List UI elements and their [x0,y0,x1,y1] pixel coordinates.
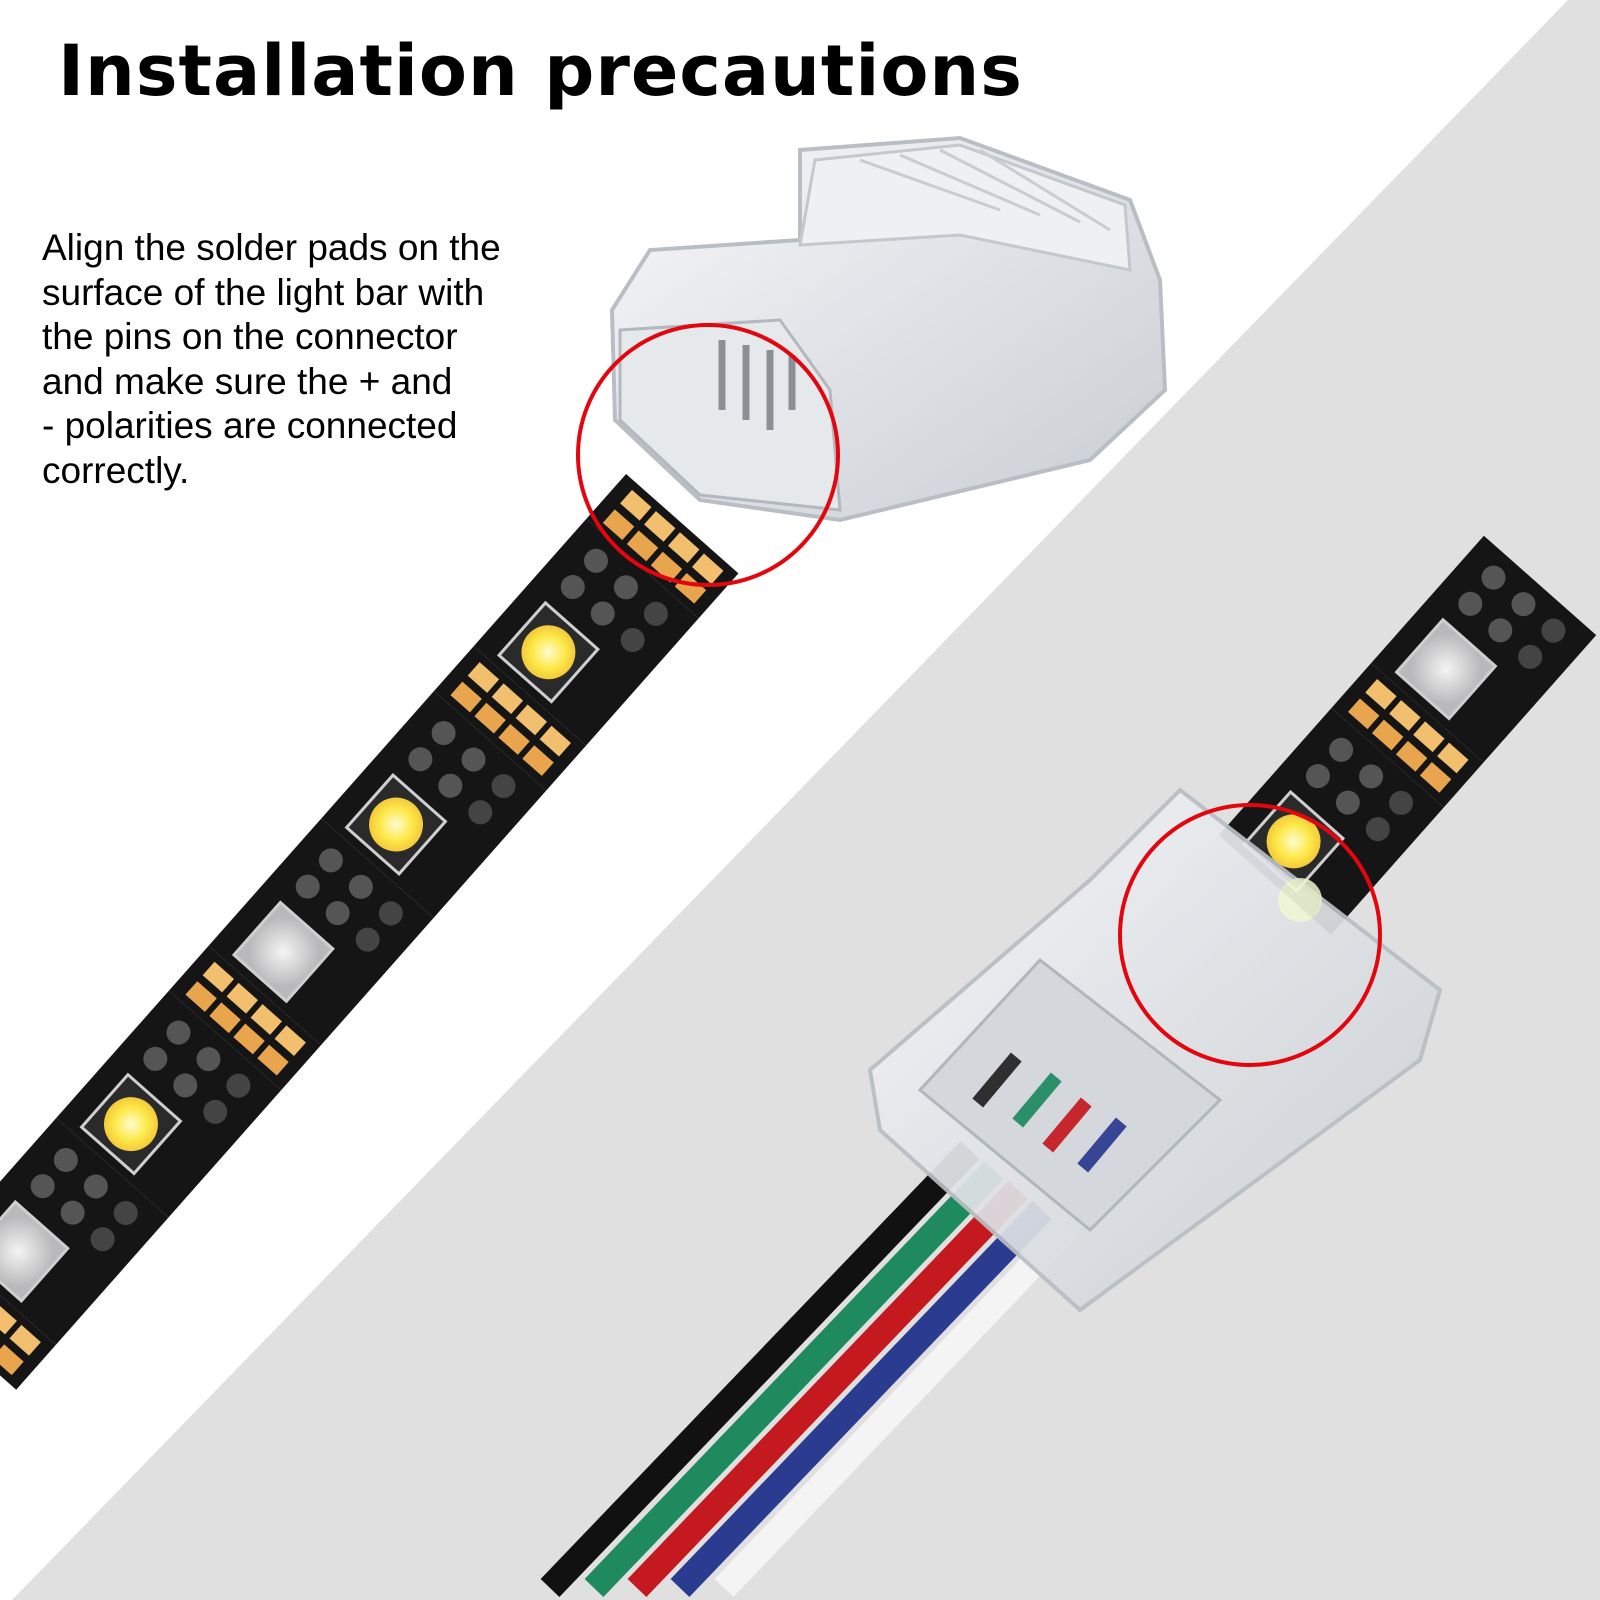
instruction-text: Align the solder pads on the surface of … [42,226,602,493]
highlight-circle-pins [576,323,840,587]
highlight-circle-pads [1118,803,1382,1067]
connector-loose [609,135,1168,523]
instruction-line: surface of the light bar with [42,271,485,313]
connector-installed [867,787,1443,1313]
wire-bundle [540,1141,1076,1597]
instruction-line: Align the solder pads on the [42,227,501,268]
page-title: Installation precautions [58,30,1023,112]
instruction-line: correctly. [42,449,190,491]
instruction-line: the pins on the connector [42,316,458,357]
instruction-line: - polarities are connected [42,405,458,446]
instruction-line: and make sure the + and [42,360,453,402]
